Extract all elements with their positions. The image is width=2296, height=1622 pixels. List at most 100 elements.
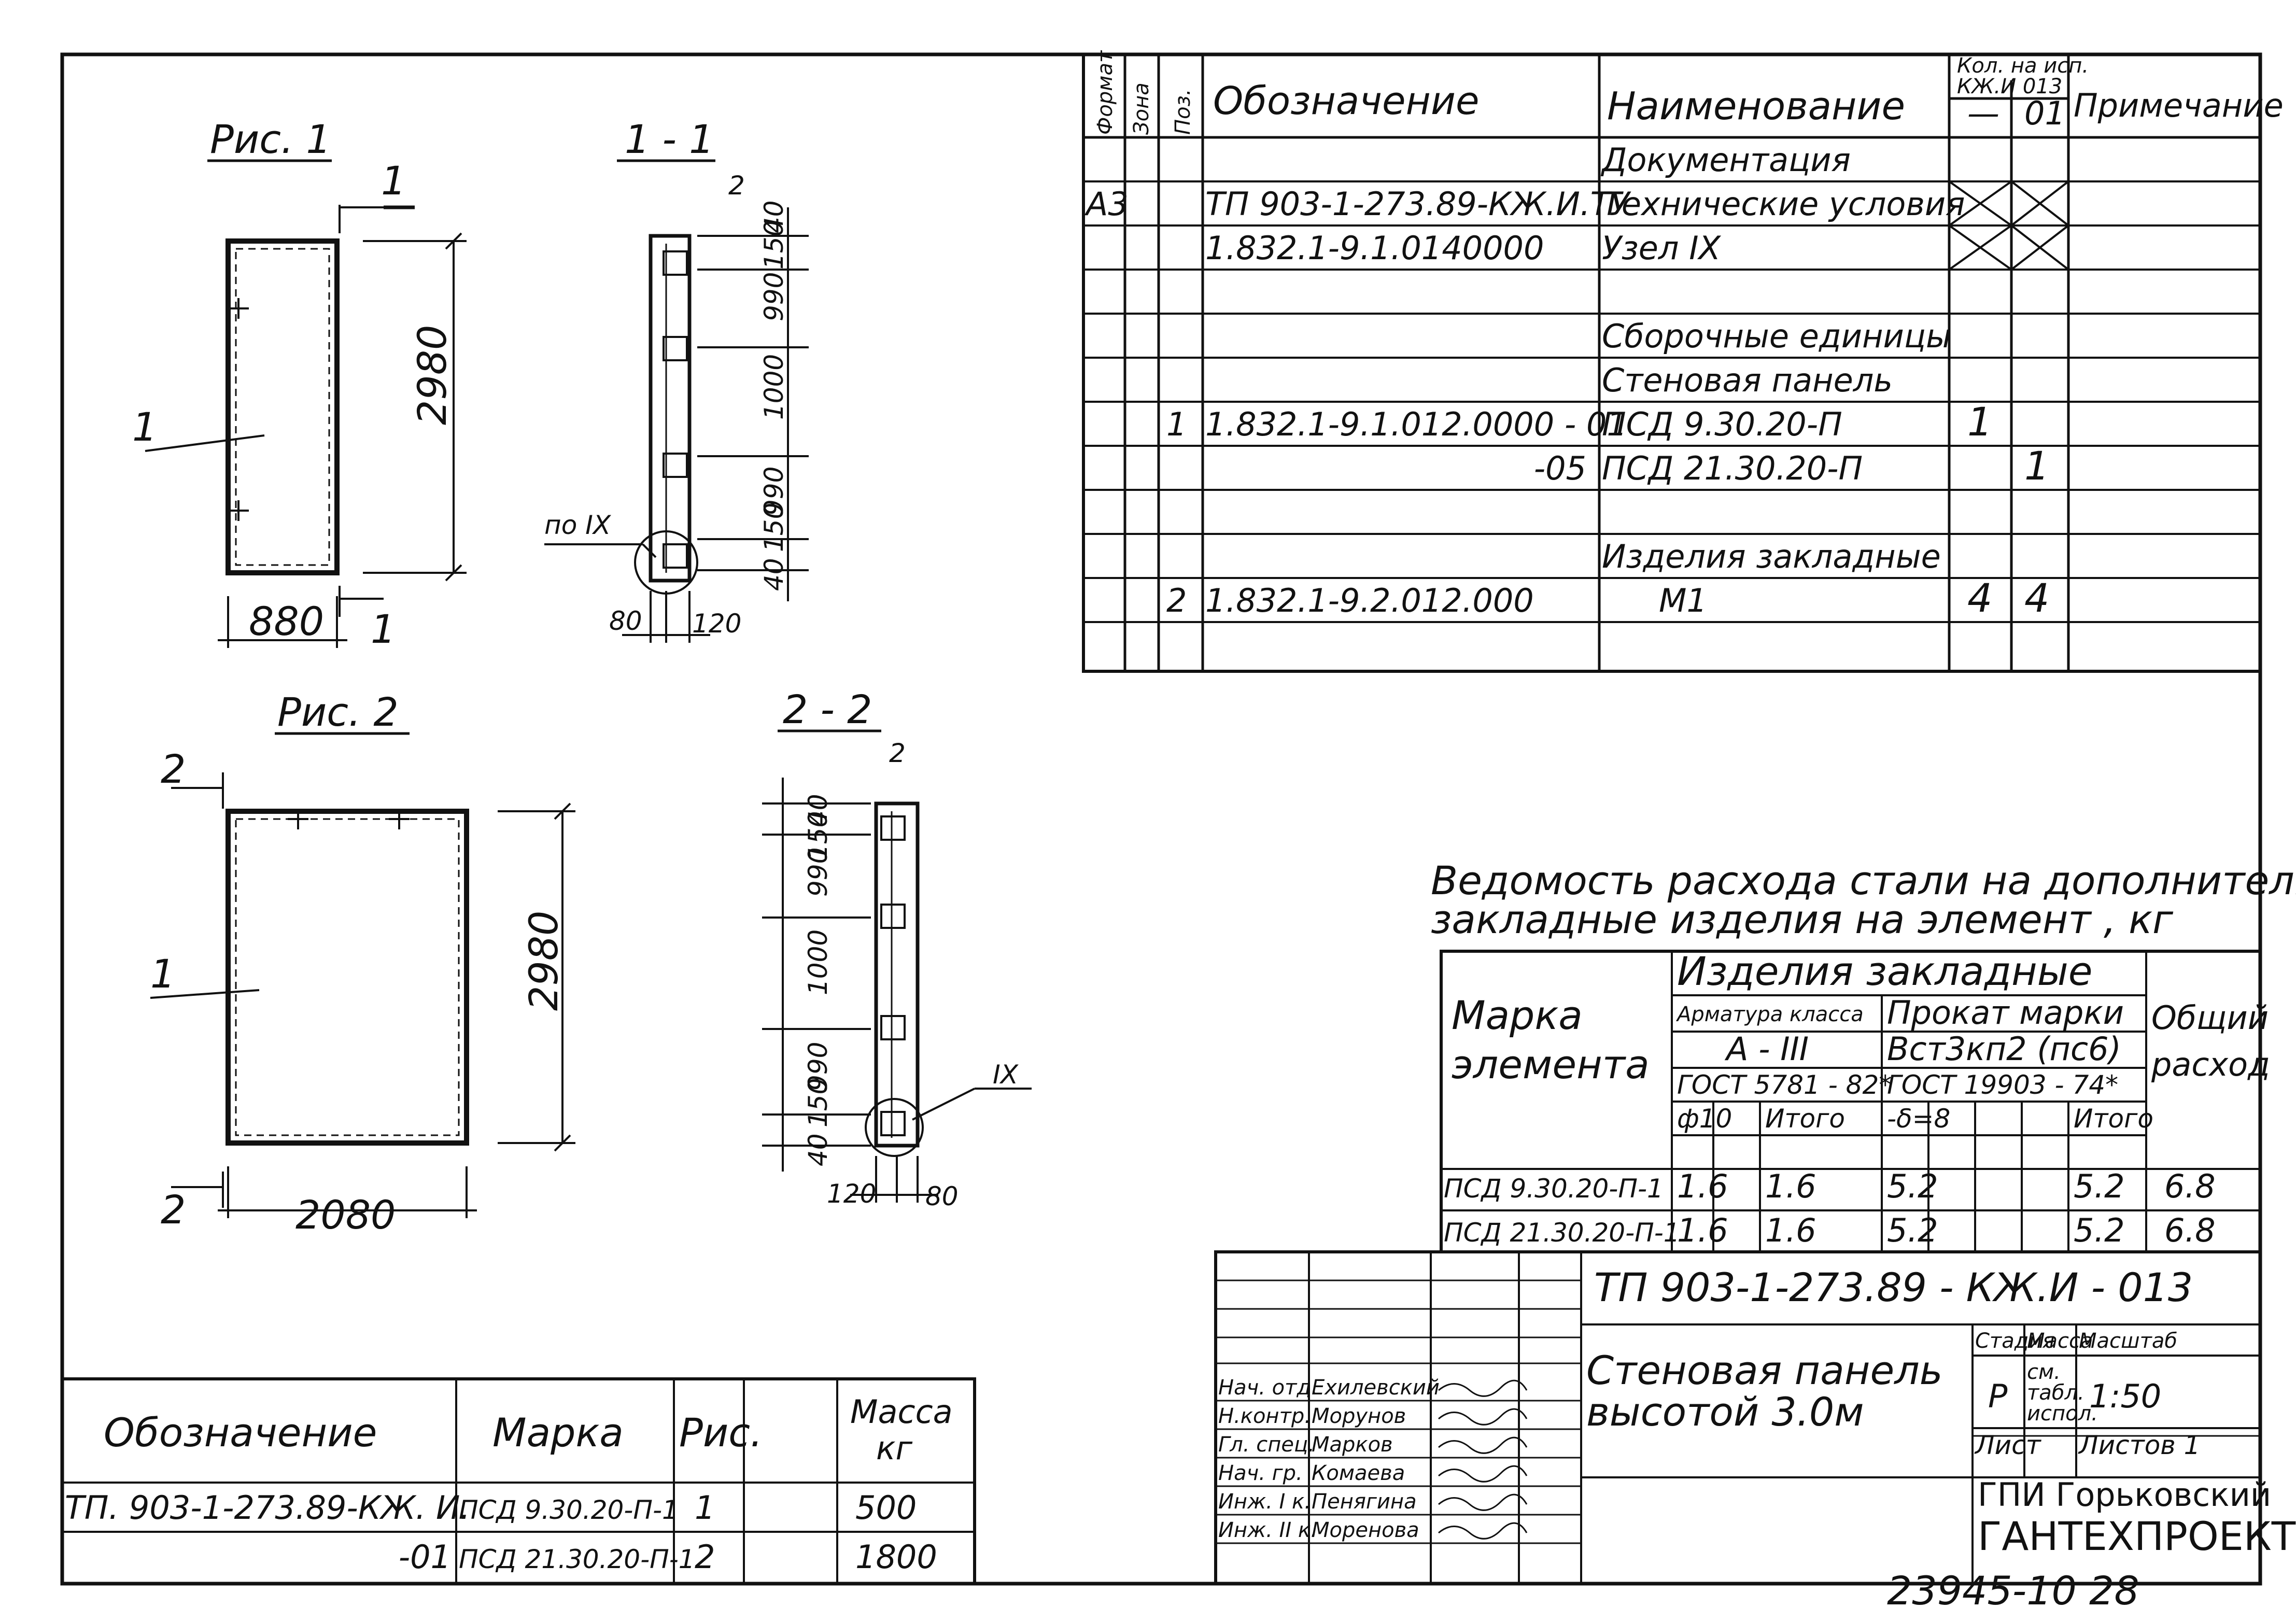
stage-value: Р (1988, 1377, 2008, 1415)
steel-row-value: 1.6 (1765, 1211, 1816, 1249)
steel-row-value: 5.2 (1887, 1211, 1938, 1249)
steel-sub2: Прокат марки (1887, 994, 2124, 1032)
steel-mark-header-1: Марка (1452, 992, 1583, 1038)
signer-name: Марков (1312, 1433, 1393, 1457)
section-dimension: 1000 (803, 929, 833, 995)
marks-row-cell: -01 (399, 1538, 451, 1576)
spec-row-name: Узел IX (1602, 229, 1722, 267)
spec-row-designation: 1.832.1-9.1.0140000 (1205, 229, 1544, 267)
spec-row-name: Стеновая панель (1602, 361, 1893, 399)
signer-name: Моренова (1312, 1518, 1419, 1542)
fig2-width-dim: 2080 (295, 1192, 396, 1238)
fig1-title: Рис. 1 (210, 116, 331, 162)
section-dimension: 40 (803, 794, 833, 827)
marks-row-cell: 1 (695, 1489, 715, 1527)
fig1-cut-top: 1 (381, 158, 406, 204)
spec-row-designation: ТП 903-1-273.89-КЖ.И.ТУ (1205, 185, 1632, 223)
figure-1: Рис. 1 2980 880 1 1 1 (132, 116, 467, 652)
spec-row-name: Сборочные единицы (1602, 317, 1951, 355)
section-dimension: 990 (803, 1042, 833, 1091)
signer-name: Морунов (1312, 1404, 1406, 1428)
sec2-node-ix: IX (993, 1060, 1019, 1090)
signer-role: Гл. спец. (1218, 1433, 1315, 1457)
marks-h-mass-2: кг (876, 1429, 912, 1467)
sec1-node-ref: по IX (544, 510, 612, 540)
sec2-title: 2 - 2 (783, 686, 872, 732)
signature (1438, 1436, 1528, 1454)
sec1-base-dim-2: 120 (692, 609, 741, 639)
fig2-height-dim: 2980 (520, 911, 567, 1011)
fig2-cut-top: 2 (161, 746, 186, 792)
spec-row-format: А3 (1084, 185, 1129, 223)
steel-col-header: -δ=8 (1887, 1104, 1950, 1134)
fig1-cut-bottom: 1 (371, 606, 396, 652)
signature (1438, 1408, 1528, 1426)
spec-row-qty-b: 4 (2024, 575, 2049, 621)
steel-row-value: 1.6 (1765, 1167, 1816, 1205)
mass-value-2: табл. (2027, 1381, 2084, 1405)
steel-row-mark: ПСД 21.30.20-П-1 (1444, 1218, 1680, 1248)
org-line-2: ГАНТЕХПРОЕКТ (1978, 1513, 2296, 1559)
steel-total-header-2: расход (2151, 1046, 2270, 1083)
marks-row-cell: ТП. 903-1-273.89-КЖ. И. (65, 1489, 470, 1527)
fig1-width-dim: 880 (249, 598, 324, 644)
steel-col-header: Итого (2074, 1104, 2153, 1134)
spec-row-qty-b: 1 (2024, 443, 2049, 489)
doc-code: ТП 903-1-273.89 - КЖ.И - 013 (1594, 1264, 2193, 1310)
section-dimension: 150 (803, 811, 833, 861)
steel-title-2: закладные изделия на элемент , кг (1431, 896, 2174, 942)
spec-row-name: Изделия закладные (1602, 538, 1941, 575)
signer-role: Инж. II к. (1218, 1518, 1317, 1542)
fig2-title: Рис. 2 (277, 689, 399, 735)
spec-row-name: М1 (1659, 582, 1707, 619)
signature (1438, 1493, 1528, 1511)
section-dimension: 40 (803, 1133, 833, 1166)
signer-name: Ехилевский (1312, 1376, 1440, 1400)
steel-sub2-gost: ГОСТ 19903 - 74* (1887, 1070, 2118, 1100)
title-block: ТП 903-1-273.89 - КЖ.И - 013 Стеновая па… (1214, 1250, 2296, 1585)
col-note-header: Примечание (2074, 87, 2284, 124)
steel-row-value: 1.6 (1677, 1167, 1728, 1205)
section-dimension: 150 (759, 503, 789, 552)
fig1-pos-label: 1 (132, 404, 157, 450)
sec2-item-2: 2 (889, 738, 906, 768)
col-zone-header: Зона (1130, 82, 1153, 135)
marks-row-cell: 500 (855, 1489, 917, 1527)
steel-row-mark: ПСД 9.30.20-П-1 (1444, 1174, 1664, 1204)
sheet-label: Лист (1974, 1430, 2042, 1460)
steel-row-value: 5.2 (2074, 1167, 2125, 1205)
steel-sub2-grade: Вст3кп2 (пс6) (1887, 1030, 2121, 1068)
steel-row-value: 5.2 (1887, 1167, 1938, 1205)
signer-role: Н.контр. (1218, 1404, 1311, 1428)
steel-mark-header-2: элемента (1452, 1041, 1650, 1088)
marks-h-mass-1: Масса (850, 1393, 953, 1431)
doc-name-1: Стеновая панель (1586, 1347, 1943, 1393)
section-dimension: 990 (759, 272, 789, 321)
marks-row-cell: 1800 (855, 1538, 937, 1576)
figure-2: Рис. 2 2980 2080 1 2 2 (150, 689, 575, 1238)
marks-h-mark: Марка (492, 1409, 624, 1456)
archive-number: 23945-10 28 (1887, 1568, 2139, 1614)
steel-sub1-class: А - III (1724, 1030, 1809, 1068)
steel-title-1: Ведомость расхода стали на дополнительны… (1431, 857, 2296, 904)
spec-row-pos: 1 (1166, 405, 1187, 443)
section-dimension: 990 (803, 848, 833, 897)
spec-row-designation: 1.832.1-9.2.012.000 (1205, 582, 1534, 619)
signer-role: Нач. гр. (1218, 1461, 1303, 1485)
steel-sub1-gost: ГОСТ 5781 - 82* (1677, 1070, 1892, 1100)
steel-row-total: 6.8 (2164, 1167, 2216, 1205)
signature (1438, 1465, 1528, 1483)
col-qty-b: 01 (2024, 94, 2065, 132)
specification-table: Формат Зона Поз. Обозначение Наименовани… (1082, 50, 2284, 673)
sec1-title: 1 - 1 (625, 116, 714, 162)
scale-header: Масштаб (2079, 1329, 2177, 1353)
marks-row-cell: ПСД 9.30.20-П-1 (459, 1495, 679, 1525)
steel-col-header: Итого (1765, 1104, 1845, 1134)
section-dimension: 150 (803, 1078, 833, 1127)
signer-name: Комаева (1312, 1461, 1405, 1485)
scale-value: 1:50 (2089, 1377, 2161, 1415)
signer-name: Пенягина (1312, 1490, 1417, 1514)
col-qty-header-2: КЖ.И 013 (1957, 75, 2062, 98)
